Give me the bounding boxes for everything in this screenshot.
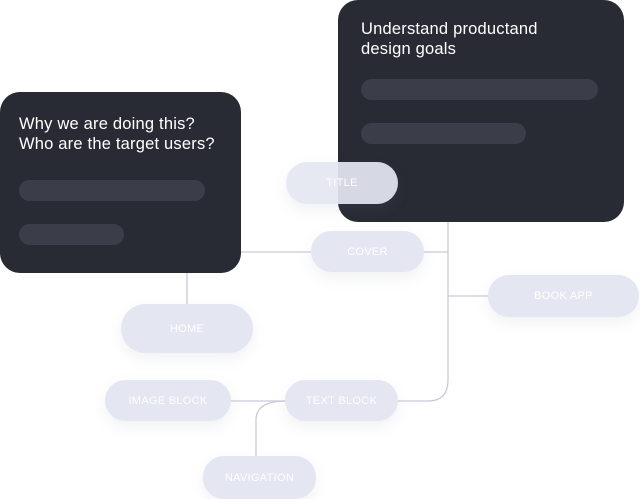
- why-card-title: Why we are doing this? Who are the targe…: [19, 115, 215, 153]
- node-text-block-label: TEXT BLOCK: [305, 394, 378, 407]
- node-navigation[interactable]: NAVIGATION: [203, 456, 316, 499]
- node-book-app[interactable]: BOOK APP: [488, 275, 639, 317]
- node-navigation-label: NAVIGATION: [224, 471, 295, 484]
- goals-card-placeholder-bar-2: [361, 123, 526, 144]
- node-text-block[interactable]: TEXT BLOCK: [285, 380, 398, 421]
- why-card-placeholder-bar-2: [19, 224, 124, 245]
- node-home-label: HOME: [169, 322, 205, 335]
- connector-text-block-to-navigation: [255, 400, 287, 456]
- why-card: Why we are doing this? Who are the targe…: [0, 92, 241, 273]
- node-cover[interactable]: COVER: [311, 231, 424, 272]
- node-book-app-label: BOOK APP: [534, 290, 593, 302]
- node-title[interactable]: TITLE: [286, 162, 398, 204]
- node-home[interactable]: HOME: [121, 304, 253, 353]
- goals-card-placeholder-bar-1: [361, 79, 598, 100]
- node-image-block[interactable]: IMAGE BLOCK: [105, 380, 231, 421]
- why-card-placeholder-bar-1: [19, 180, 205, 201]
- node-image-block-label: IMAGE BLOCK: [128, 394, 208, 407]
- goals-card-title: Understand productand design goals: [361, 20, 538, 58]
- node-cover-label: COVER: [347, 245, 388, 258]
- node-title-label: TITLE: [326, 177, 358, 189]
